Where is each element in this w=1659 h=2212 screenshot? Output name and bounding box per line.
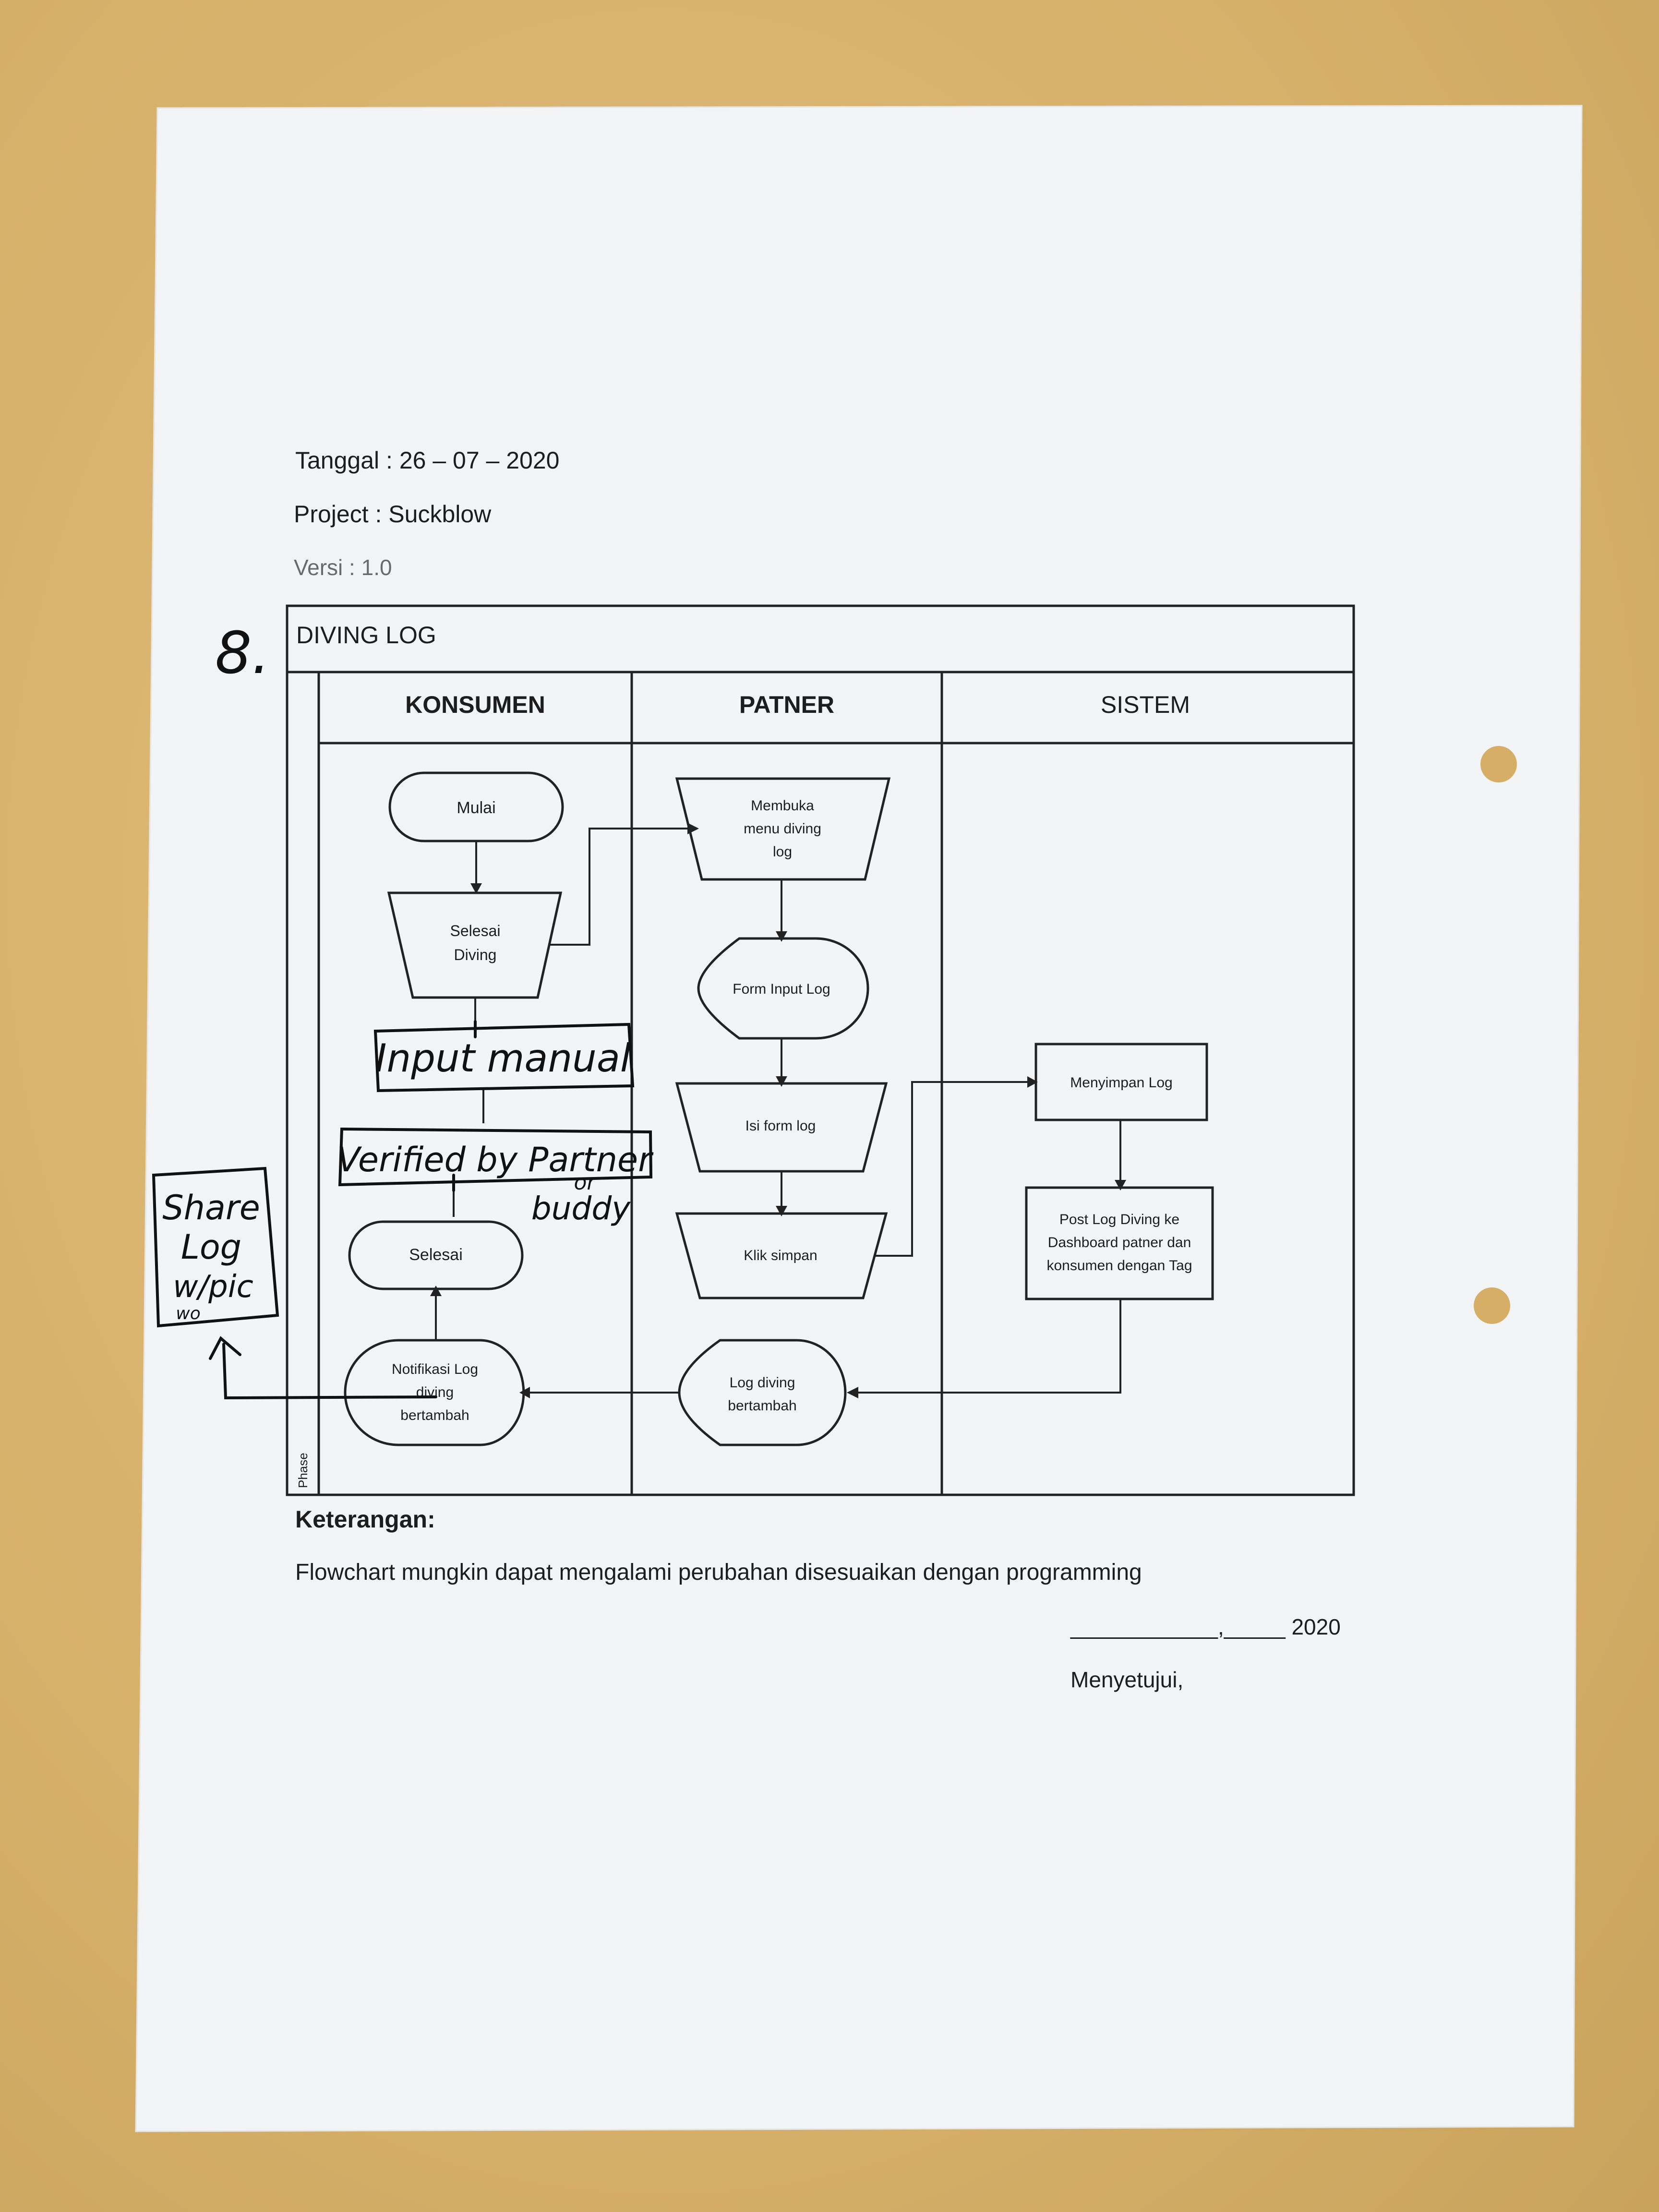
document-version: Versi : 1.0 xyxy=(294,555,392,580)
node-selesai-diving xyxy=(387,891,563,999)
punch-hole xyxy=(1474,1287,1510,1324)
node-isi-form xyxy=(675,1082,888,1173)
node-selesai-diving-label: Selesai xyxy=(450,922,501,939)
node-post-log-label: Post Log Diving ke xyxy=(1059,1212,1179,1227)
hw-share: wo xyxy=(176,1304,200,1323)
node-mulai-label: Mulai xyxy=(457,799,495,817)
node-form-input-label: Form Input Log xyxy=(733,981,830,997)
handwritten-text: 8. Input manual Verified by Partner or b… xyxy=(162,620,654,1323)
node-membuka-menu-label: menu diving xyxy=(744,821,821,837)
hw-share: Share xyxy=(162,1188,260,1227)
flowchart xyxy=(286,604,1355,1496)
document-project: Project : Suckblow xyxy=(294,501,492,528)
hw-number: 8. xyxy=(215,620,270,687)
node-membuka-menu-label: log xyxy=(773,844,792,860)
notes-title: Keterangan: xyxy=(295,1506,435,1533)
node-log-bertambah-label: bertambah xyxy=(728,1398,796,1414)
node-selesai-label: Selesai xyxy=(409,1246,463,1264)
paper xyxy=(135,105,1583,2132)
phase-label: Phase xyxy=(296,1453,310,1488)
lane-header-konsumen: KONSUMEN xyxy=(405,691,545,718)
node-log-bertambah xyxy=(678,1339,847,1446)
node-notifikasi-label: bertambah xyxy=(400,1407,469,1423)
node-post-log-label: Dashboard patner dan xyxy=(1048,1235,1191,1250)
hw-input-manual: Input manual xyxy=(375,1036,631,1081)
hw-share-box xyxy=(152,1166,279,1328)
node-klik-simpan xyxy=(675,1212,888,1299)
diagram-text: DIVING LOG KONSUMEN PATNER SISTEM Phase … xyxy=(296,622,1192,1488)
node-membuka-menu-label: Membuka xyxy=(751,798,814,814)
node-selesai-diving-label: Diving xyxy=(454,946,497,963)
node-menyimpan-label: Menyimpan Log xyxy=(1070,1075,1172,1091)
punch-hole xyxy=(1480,746,1517,782)
node-form-input xyxy=(697,937,869,1040)
node-membuka-menu xyxy=(675,777,891,881)
hw-verified-box xyxy=(338,1127,653,1187)
diagram-frame xyxy=(286,604,1355,1496)
notes-text: Flowchart mungkin dapat mengalami peruba… xyxy=(295,1560,1142,1585)
signature-date-line: ____________,_____ 2020 xyxy=(1070,1614,1341,1639)
node-post-log-label: konsumen dengan Tag xyxy=(1046,1258,1192,1274)
signature-approval: Menyetujui, xyxy=(1070,1667,1184,1692)
node-notifikasi xyxy=(344,1339,525,1446)
node-notifikasi-label: Notifikasi Log xyxy=(392,1361,478,1377)
node-isi-form-label: Isi form log xyxy=(745,1118,816,1134)
hw-share: Log xyxy=(181,1227,241,1267)
hw-or: or xyxy=(574,1170,597,1195)
node-klik-simpan-label: Klik simpan xyxy=(744,1248,817,1263)
hw-verified: Verified by Partner xyxy=(337,1140,654,1179)
hw-share: w/pic xyxy=(173,1269,253,1305)
arrowheads xyxy=(430,823,1126,1398)
handwritten-annotations xyxy=(152,1020,653,1400)
document-date: Tanggal : 26 – 07 – 2020 xyxy=(295,447,560,474)
hw-input-manual-box xyxy=(373,1022,635,1093)
hw-buddy: buddy xyxy=(531,1190,631,1227)
diagram-title: DIVING LOG xyxy=(296,622,436,649)
lane-header-sistem: SISTEM xyxy=(1101,691,1190,718)
node-log-bertambah-label: Log diving xyxy=(730,1375,795,1391)
lane-header-patner: PATNER xyxy=(739,691,834,718)
